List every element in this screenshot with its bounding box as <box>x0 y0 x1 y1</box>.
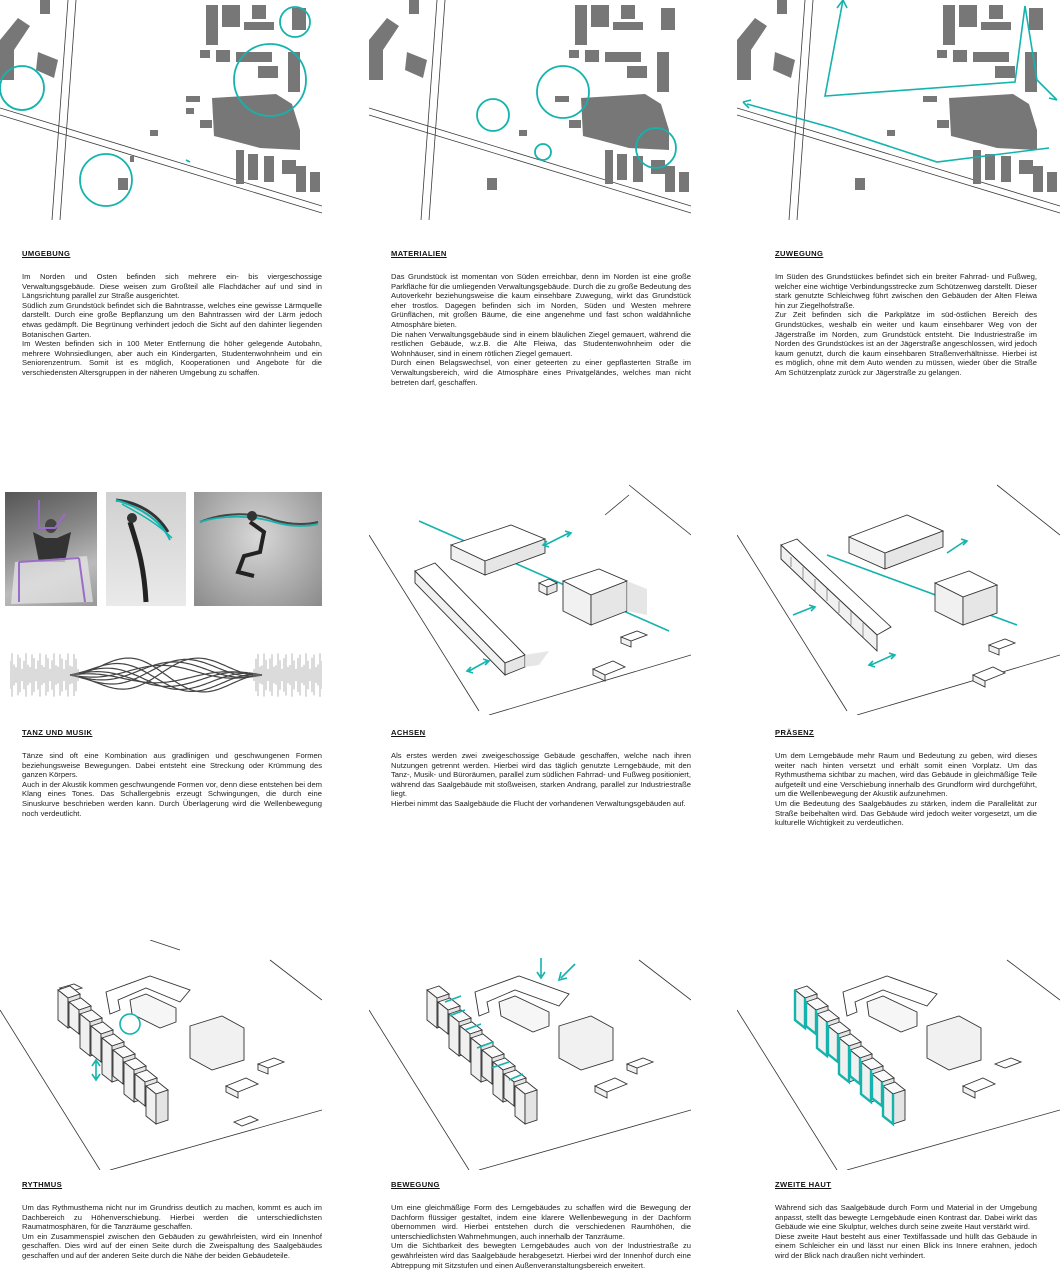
caption-text: Im Norden und Osten befinden sich mehrer… <box>22 272 322 377</box>
caption-title: RYTHMUS <box>22 1180 63 1189</box>
diagram-rythmus <box>0 940 322 1170</box>
site-plan-materialien <box>369 0 691 220</box>
caption-title: PRÄSENZ <box>775 728 815 737</box>
diagram-bewegung <box>369 940 691 1170</box>
caption-text: Im Süden des Grundstückes befindet sich … <box>775 272 1037 377</box>
dancer-photo-2 <box>106 492 186 606</box>
caption-text: Um eine gleichmäßige Form des Lerngebäud… <box>391 1203 691 1270</box>
caption-zweite-haut: ZWEITE HAUT Während sich das Saalgebäude… <box>775 1180 1037 1261</box>
caption-bewegung: BEWEGUNG Um eine gleichmäßige Form des L… <box>391 1180 691 1270</box>
caption-title: ZUWEGUNG <box>775 249 824 258</box>
caption-title: ZWEITE HAUT <box>775 1180 832 1189</box>
caption-title: TANZ UND MUSIK <box>22 728 93 737</box>
caption-praesenz: PRÄSENZ Um dem Lerngebäude mehr Raum und… <box>775 728 1037 828</box>
diagram-achsen <box>369 475 691 715</box>
wave-drawing <box>10 645 322 705</box>
diagram-praesenz <box>737 475 1060 715</box>
caption-text: Um das Rythmusthema nicht nur im Grundri… <box>22 1203 322 1260</box>
caption-umgebung: UMGEBUNG Im Norden und Osten befinden si… <box>22 249 322 378</box>
caption-title: MATERIALIEN <box>391 249 447 258</box>
site-plan-zuwegung <box>737 0 1060 220</box>
caption-rythmus: RYTHMUS Um das Rythmusthema nicht nur im… <box>22 1180 322 1261</box>
diagram-zweite-haut <box>737 940 1060 1170</box>
caption-tanz-und-musik: TANZ UND MUSIK Tänze sind oft eine Kombi… <box>22 728 322 818</box>
caption-achsen: ACHSEN Als erstes werden zwei zweigescho… <box>391 728 691 809</box>
caption-title: BEWEGUNG <box>391 1180 440 1189</box>
caption-text: Als erstes werden zwei zweigeschossige G… <box>391 751 691 808</box>
caption-title: UMGEBUNG <box>22 249 71 258</box>
caption-text: Um dem Lerngebäude mehr Raum und Bedeutu… <box>775 751 1037 828</box>
dancer-photo-3 <box>194 492 322 606</box>
caption-title: ACHSEN <box>391 728 426 737</box>
dancer-photo-1 <box>5 492 97 606</box>
caption-text: Tänze sind oft eine Kombination aus grad… <box>22 751 322 818</box>
caption-zuwegung: ZUWEGUNG Im Süden des Grundstückes befin… <box>775 249 1037 378</box>
caption-text: Während sich das Saalgebäude durch Form … <box>775 1203 1037 1260</box>
caption-text: Das Grundstück ist momentan von Süden er… <box>391 272 691 387</box>
site-plan-umgebung <box>0 0 322 220</box>
caption-materialien: MATERIALIEN Das Grundstück ist momentan … <box>391 249 691 387</box>
